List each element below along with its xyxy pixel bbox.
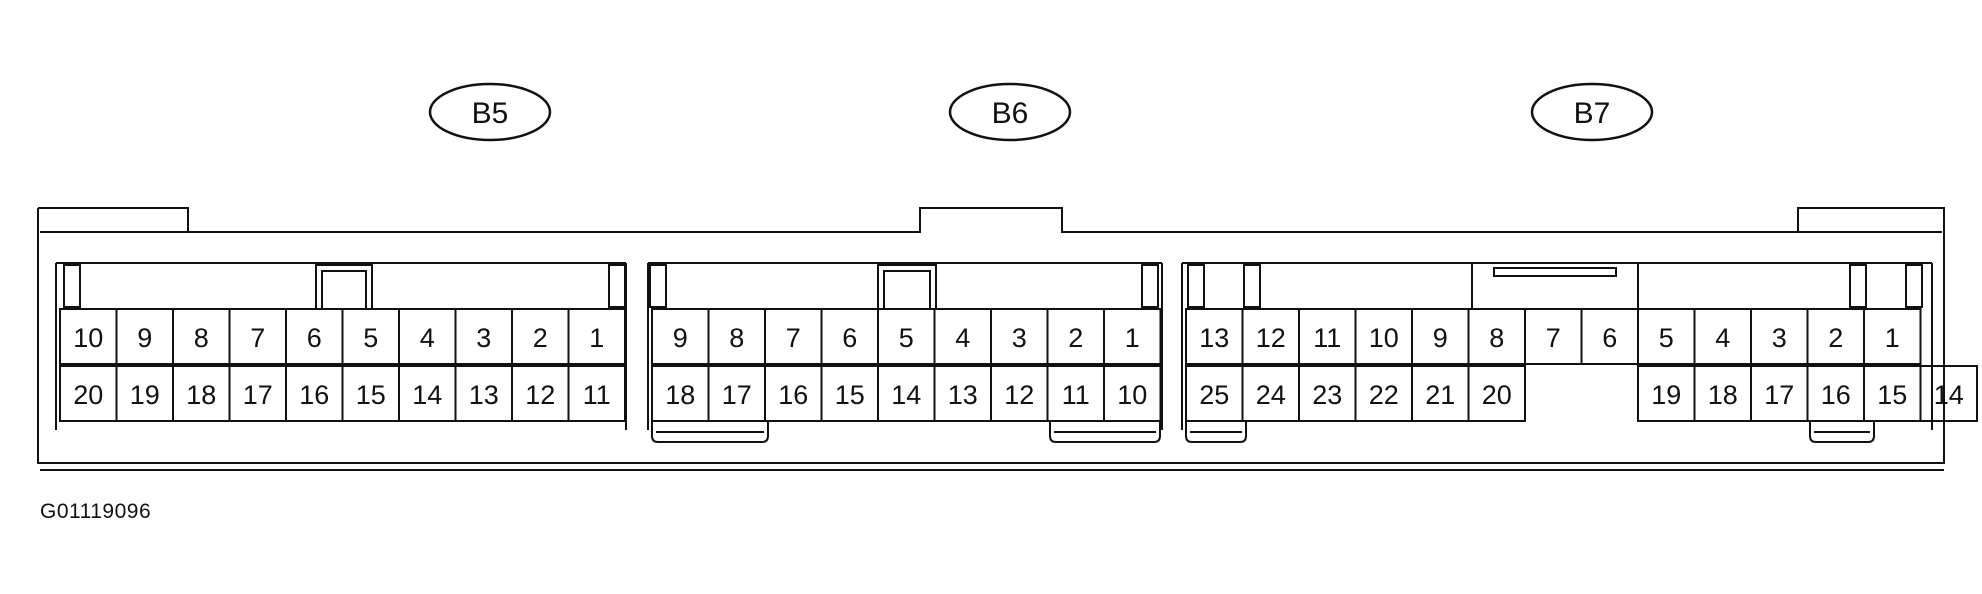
pin-number: 6 — [842, 323, 857, 353]
connector-label: B6 — [992, 97, 1029, 130]
connector-labels: B5 B6 B7 — [428, 82, 1654, 142]
pin-number: 13 — [1199, 323, 1229, 353]
pin-number: 6 — [307, 323, 322, 353]
pin-number: 19 — [1651, 380, 1681, 410]
pin-number: 1 — [589, 323, 604, 353]
pin-number: 15 — [835, 380, 865, 410]
pin-number: 7 — [786, 323, 801, 353]
latch — [1471, 262, 1639, 310]
pin-number: 10 — [1369, 323, 1399, 353]
connector-label-oval — [948, 82, 1072, 142]
pin-number: 18 — [665, 380, 695, 410]
pin-number: 9 — [137, 323, 152, 353]
pin-number: 14 — [891, 380, 921, 410]
pin-number: 2 — [1828, 323, 1843, 353]
pin-number: 10 — [1117, 380, 1147, 410]
connector-label-oval — [1530, 82, 1654, 142]
connector-label: B7 — [1574, 97, 1611, 130]
guide-post — [1187, 264, 1205, 308]
pin-number: 20 — [1482, 380, 1512, 410]
latch-inner — [321, 270, 367, 310]
pin-number: 5 — [899, 323, 914, 353]
pin-number: 9 — [1433, 323, 1448, 353]
pin-number: 4 — [955, 323, 970, 353]
pin-number: 11 — [583, 380, 611, 410]
pin-number: 7 — [1546, 323, 1561, 353]
pin-number: 24 — [1256, 380, 1286, 410]
figure-id: G01119096 — [40, 500, 152, 523]
pin-number: 20 — [73, 380, 103, 410]
guide-post — [1141, 264, 1159, 308]
pin-number: 4 — [1715, 323, 1730, 353]
lower-shroud — [1049, 421, 1161, 443]
pin-number: 6 — [1602, 323, 1617, 353]
pin-cell — [1467, 365, 1526, 422]
pin-number: 1 — [1885, 323, 1900, 353]
pin-number: 21 — [1425, 380, 1455, 410]
pin-number: 16 — [299, 380, 329, 410]
pin-number: 1 — [1125, 323, 1140, 353]
guide-post — [1243, 264, 1261, 308]
guide-post — [1905, 264, 1923, 308]
latch-slot — [1493, 267, 1617, 277]
pin-number: 13 — [469, 380, 499, 410]
pin-number: 8 — [1489, 323, 1504, 353]
guide-post — [649, 264, 667, 308]
pin-number: 11 — [1313, 323, 1341, 353]
pin-number: 12 — [1004, 380, 1034, 410]
pin-number: 12 — [525, 380, 555, 410]
pin-number: 17 — [1764, 380, 1794, 410]
pin-number: 18 — [186, 380, 216, 410]
pin-cell — [1863, 308, 1922, 365]
pin-number: 3 — [1772, 323, 1787, 353]
pin-number: 9 — [673, 323, 688, 353]
latch-inner — [883, 270, 931, 310]
pin-number: 16 — [778, 380, 808, 410]
pin-number: 4 — [420, 323, 435, 353]
pin-number: 10 — [73, 323, 103, 353]
connector-housing — [37, 207, 1945, 471]
pin-number: 19 — [130, 380, 160, 410]
pin-number: 11 — [1062, 380, 1090, 410]
pin-cell — [1103, 365, 1162, 422]
pin-number: 22 — [1369, 380, 1399, 410]
pin-number: 18 — [1708, 380, 1738, 410]
pin-number: 8 — [729, 323, 744, 353]
pin-number: 17 — [243, 380, 273, 410]
guide-post — [608, 264, 626, 308]
pin-number: 14 — [1934, 380, 1964, 410]
pin-number: 25 — [1199, 380, 1229, 410]
lower-shroud — [1809, 421, 1875, 443]
lower-shroud — [1185, 421, 1247, 443]
guide-post — [63, 264, 81, 308]
pin-number: 2 — [1068, 323, 1083, 353]
pin-number: 17 — [722, 380, 752, 410]
pin-number: 14 — [412, 380, 442, 410]
pin-cell — [1919, 365, 1978, 422]
pin-number: 13 — [948, 380, 978, 410]
pin-number: 23 — [1312, 380, 1342, 410]
pin-number: 2 — [533, 323, 548, 353]
guide-post — [1849, 264, 1867, 308]
pin-number: 3 — [476, 323, 491, 353]
pin-number: 8 — [194, 323, 209, 353]
pin-cell — [1103, 308, 1162, 365]
pin-cell — [567, 365, 626, 422]
pin-cell — [567, 308, 626, 365]
connector-label: B5 — [472, 97, 509, 130]
pin-number: 3 — [1012, 323, 1027, 353]
pin-number: 16 — [1821, 380, 1851, 410]
pin-number: 12 — [1256, 323, 1286, 353]
pin-number: 7 — [250, 323, 265, 353]
pin-number: 5 — [1659, 323, 1674, 353]
connector-label-oval — [428, 82, 552, 142]
lower-shroud — [651, 421, 769, 443]
pin-number: 15 — [1877, 380, 1907, 410]
pin-number: 15 — [356, 380, 386, 410]
pin-number: 5 — [363, 323, 378, 353]
